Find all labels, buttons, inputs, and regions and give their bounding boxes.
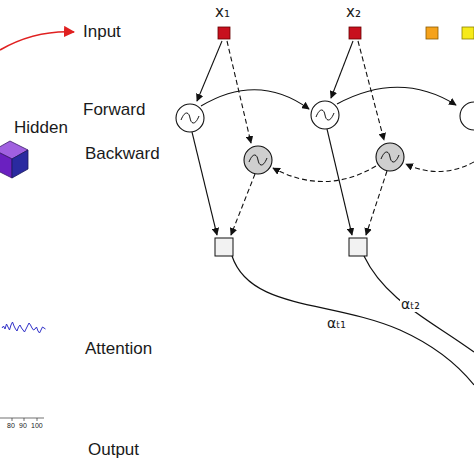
layer-label: Input [83,23,121,42]
layer-label: Forward [83,101,145,120]
attention-links [232,256,474,385]
input-arrow [0,32,74,50]
hidden-cube [0,141,28,178]
forward-cell [176,101,474,132]
merge-links [192,129,387,235]
layer-label: Backward [85,145,160,164]
input-square [349,27,361,39]
input-square [218,27,230,39]
axis-tick: 100 [31,422,43,430]
layer-label: Hidden [14,119,68,138]
attention-waveform [2,322,46,333]
axis-tick: 90 [19,422,27,430]
input-square [426,27,438,39]
input-links [197,41,384,143]
hidden-state [215,238,233,256]
axis-tick: 80 [7,422,15,430]
backward-cell [244,143,404,174]
layer-label: Output [88,441,139,460]
input-symbol: x₁ [215,4,230,21]
layer-label: Attention [85,340,152,359]
attention-weight: αₜ₂ [400,297,421,312]
input-square [462,27,474,39]
input-symbol: x₂ [346,4,361,21]
hidden-state [349,238,367,256]
attention-weight: αₜ₁ [326,316,347,331]
backward-links [273,162,474,182]
waveform-axis [0,418,44,421]
